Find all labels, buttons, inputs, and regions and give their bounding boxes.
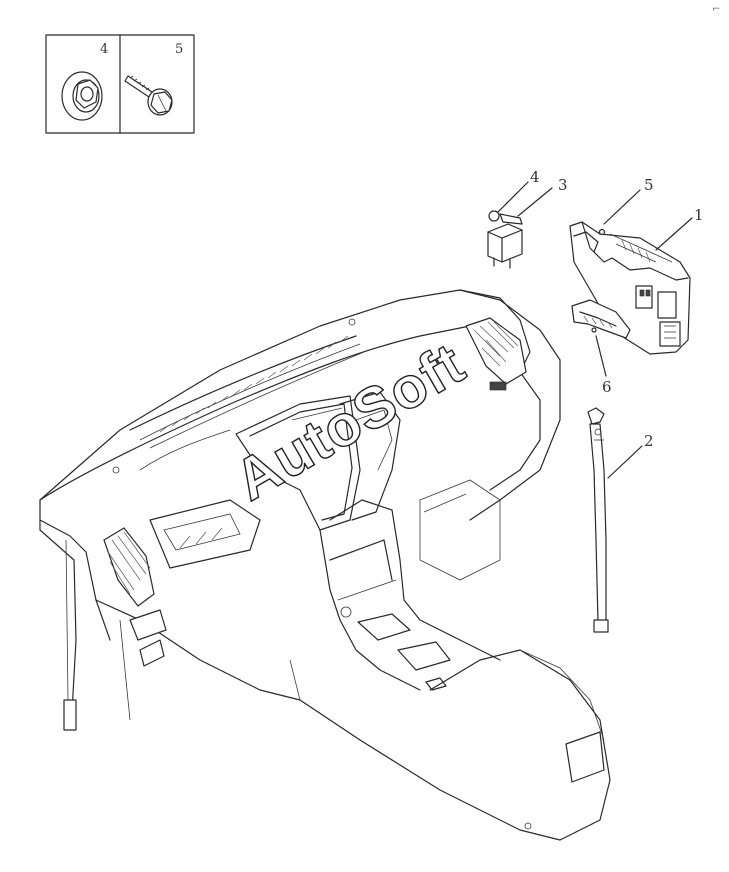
relay-bracket xyxy=(499,213,523,225)
corner-mark: ⌐ xyxy=(712,4,720,15)
callout-1: 1 xyxy=(694,206,704,224)
wiring-harness xyxy=(587,407,609,633)
relay-nut-icon xyxy=(488,210,500,222)
relay-icon xyxy=(487,223,523,269)
instrument-panel xyxy=(39,289,611,841)
control-module xyxy=(569,221,691,355)
parts-inset: 4 5 xyxy=(45,34,195,134)
callout-5: 5 xyxy=(644,176,654,194)
flange-bolt-icon xyxy=(124,75,173,116)
inset-part-5-number: 5 xyxy=(175,42,183,57)
inset-part-4-number: 4 xyxy=(100,42,108,57)
callout-3: 3 xyxy=(558,176,568,194)
callout-4: 4 xyxy=(530,168,540,186)
flange-nut-icon xyxy=(61,71,103,121)
callout-2: 2 xyxy=(644,432,654,450)
relay-assembly xyxy=(487,210,523,269)
callout-leaders xyxy=(497,181,693,479)
callout-6: 6 xyxy=(602,378,612,396)
